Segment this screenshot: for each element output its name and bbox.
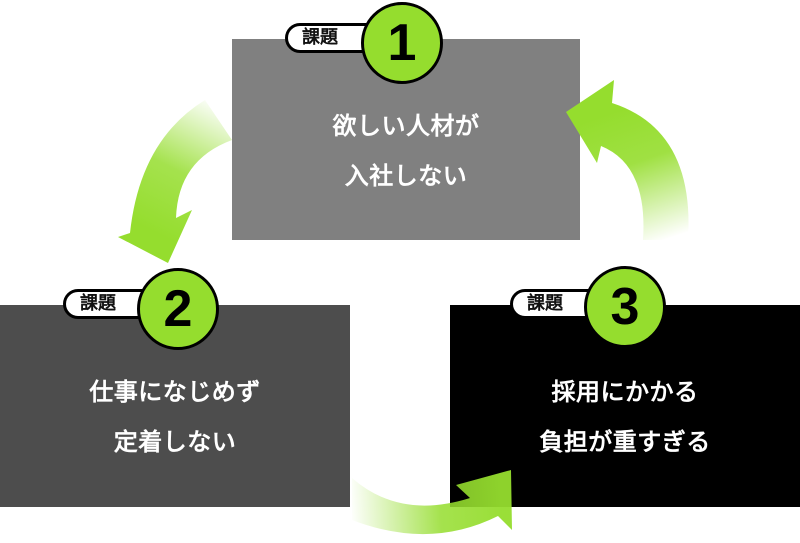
issue-1-text-line2: 入社しない: [344, 161, 468, 190]
arrow-issue2-to-issue3: [352, 470, 512, 535]
issue-2-number-badge: 2: [137, 268, 219, 350]
issue-2-text-line1: 仕事になじめず: [89, 378, 261, 406]
issue-2-text-line2: 定着しない: [113, 428, 237, 456]
arrow-issue1-to-issue2: [118, 100, 232, 263]
issue-3-text-line1: 採用にかかる: [551, 378, 699, 406]
issue-3-number-badge: 3: [584, 266, 666, 348]
issue-1-text-line1: 欲しい人材が: [332, 111, 480, 140]
issue-1-number-badge: 1: [361, 2, 443, 84]
arrow-issue3-to-issue1: [566, 80, 689, 240]
issue-3-text-line2: 負担が重すぎる: [539, 428, 711, 456]
